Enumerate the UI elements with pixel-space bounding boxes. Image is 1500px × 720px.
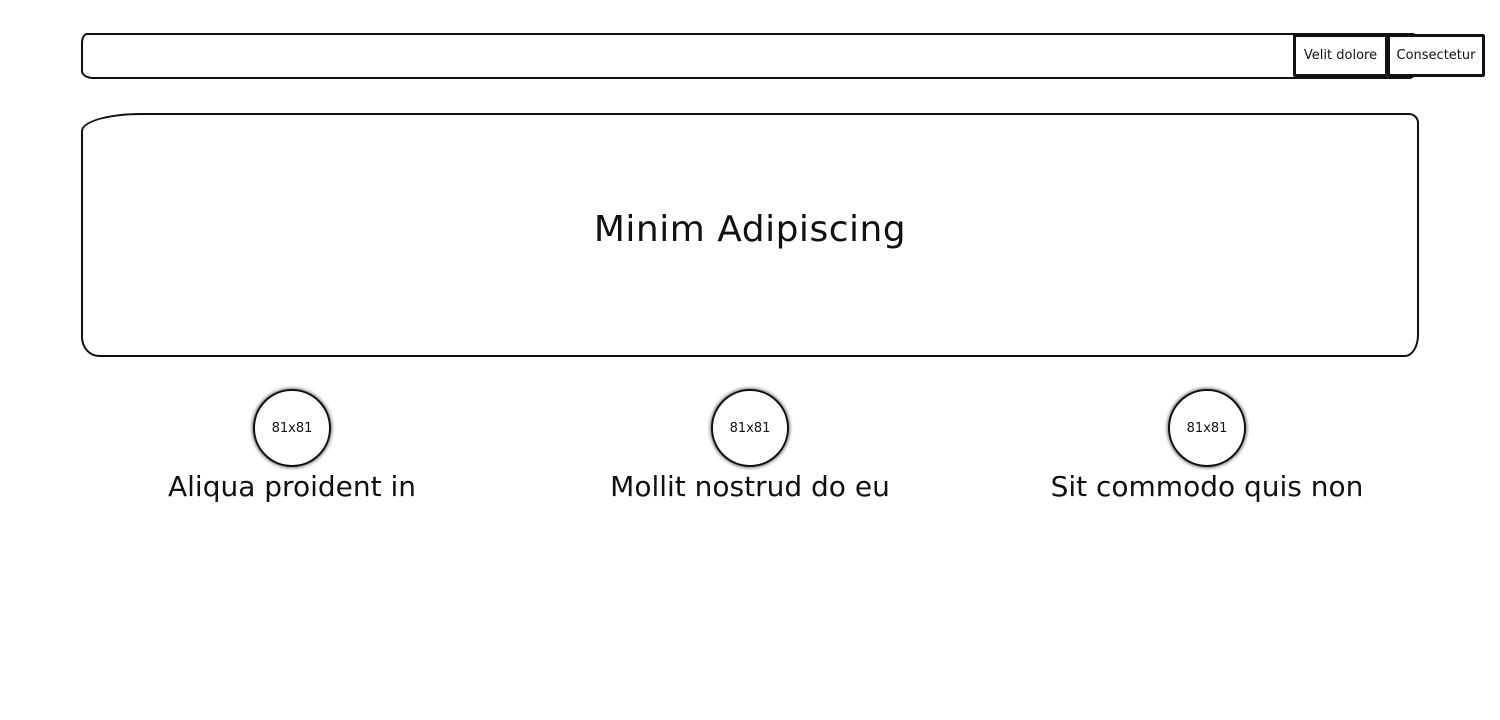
feature-item: 81x81 Aliqua proident in bbox=[82, 389, 502, 503]
top-navbar bbox=[81, 33, 1417, 79]
feature-title: Sit commodo quis non bbox=[1050, 470, 1364, 503]
feature-row: 81x81 Aliqua proident in 81x81 Mollit no… bbox=[0, 389, 1500, 519]
navbar-button-group: Velit dolore Consectetur bbox=[1293, 34, 1485, 77]
feature-title: Mollit nostrud do eu bbox=[610, 470, 890, 503]
nav-button-consectetur[interactable]: Consectetur bbox=[1387, 34, 1485, 77]
nav-button-velit-dolore[interactable]: Velit dolore bbox=[1293, 34, 1388, 77]
feature-title: Aliqua proident in bbox=[167, 470, 417, 503]
image-placeholder: 81x81 bbox=[1168, 389, 1246, 467]
image-placeholder-label: 81x81 bbox=[729, 420, 771, 436]
image-placeholder: 81x81 bbox=[253, 389, 331, 467]
feature-item: 81x81 Mollit nostrud do eu bbox=[540, 389, 960, 503]
image-placeholder: 81x81 bbox=[711, 389, 789, 467]
image-placeholder-label: 81x81 bbox=[271, 420, 313, 436]
feature-item: 81x81 Sit commodo quis non bbox=[997, 389, 1417, 503]
hero-banner: Minim Adipiscing bbox=[81, 113, 1419, 357]
image-placeholder-label: 81x81 bbox=[1186, 420, 1228, 436]
hero-title: Minim Adipiscing bbox=[593, 208, 907, 250]
